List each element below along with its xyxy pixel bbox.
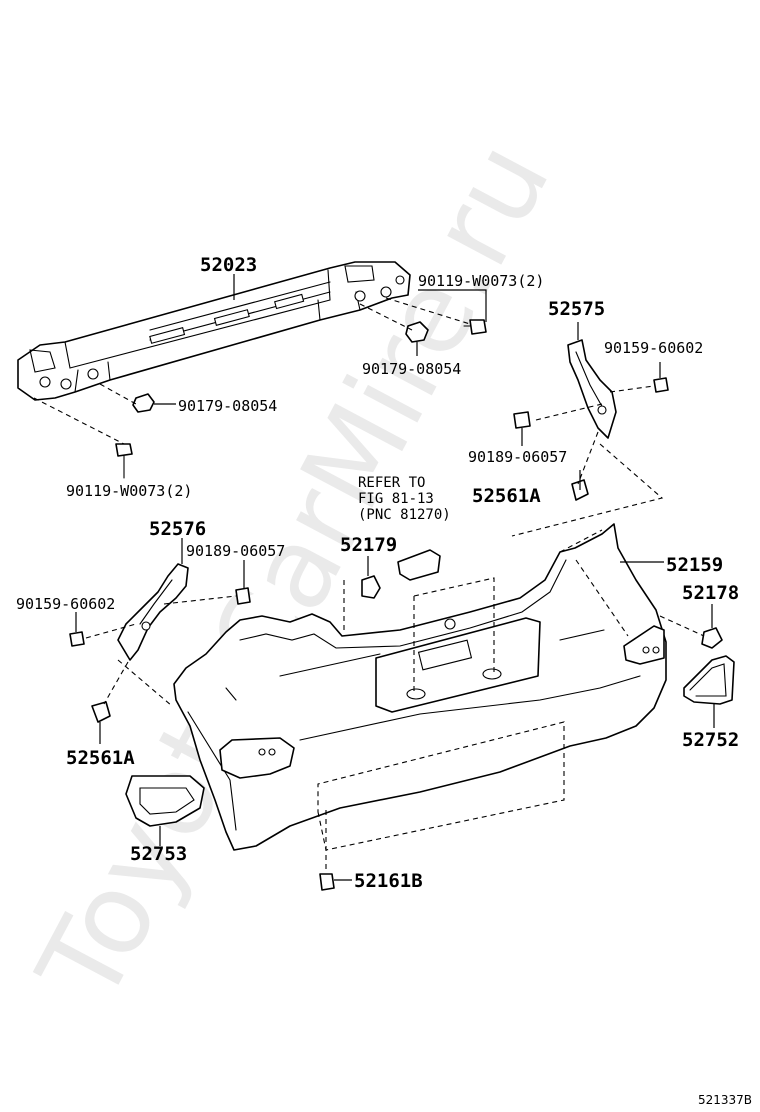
reference-note-line1: REFER TO: [358, 475, 425, 491]
bumper-cover: [173, 523, 667, 851]
dashline-bracket-right: [511, 385, 664, 537]
label-pad: 52179: [340, 534, 397, 556]
reflector-right-icon: [683, 655, 735, 728]
reference-note-line2: FIG 81-13: [358, 491, 434, 507]
dashline-reinforcement-left: [33, 383, 137, 445]
dashline-license: [413, 577, 495, 692]
clip-left-icon: [235, 560, 251, 605]
bracket-left: [117, 538, 189, 661]
nut-left-icon: [132, 393, 176, 413]
retainer-left-icon: [91, 701, 111, 744]
label-bracket-left: 52576: [149, 518, 206, 540]
label-clip-left: 90189-06057: [186, 542, 285, 560]
label-clip-bottom: 52161B: [354, 870, 423, 892]
label-nut-center-right: 90179-08054: [362, 360, 461, 378]
nut-center-right-icon: [405, 321, 429, 356]
plug-icon: [701, 604, 723, 649]
label-bolt-left: 90119-W0073(2): [66, 482, 192, 500]
reference-note-line3: (PNC 81270): [358, 507, 451, 523]
label-bolt-bracket-right: 90159-60602: [604, 339, 703, 357]
license-lamp-icon: [397, 549, 441, 581]
dashline-plug: [659, 615, 705, 637]
bolt-bracket-left-icon: [69, 612, 85, 647]
label-retainer-left: 52561A: [66, 747, 135, 769]
bumper-reinforcement: [17, 261, 411, 401]
label-clip-right: 90189-06057: [468, 448, 567, 466]
label-plug: 52178: [682, 582, 739, 604]
bolt-bracket-right-icon: [653, 362, 669, 393]
bolt-top-right-icon: [418, 289, 487, 335]
label-retainer-right: 52561A: [472, 485, 541, 507]
clip-right-icon: [513, 411, 531, 446]
label-reflector-right: 52752: [682, 729, 739, 751]
dashline-reinforcement-right: [359, 297, 471, 331]
label-bumper-cover: 52159: [666, 554, 723, 576]
bracket-right: [567, 322, 617, 439]
label-52023: 52023: [200, 254, 257, 276]
clip-bottom-icon: [319, 873, 352, 891]
figure-id: 521337B: [698, 1093, 752, 1107]
label-nut-left: 90179-08054: [178, 397, 277, 415]
pad-icon: [361, 556, 381, 599]
label-reflector-left: 52753: [130, 843, 187, 865]
label-bracket-right: 52575: [548, 298, 605, 320]
bolt-left-icon: [115, 443, 133, 479]
label-bolt-bracket-left: 90159-60602: [16, 595, 115, 613]
dashline-bracket-left: [85, 595, 237, 707]
label-bolt-top-right: 90119-W0073(2): [418, 272, 544, 290]
reflector-left-icon: [125, 775, 205, 846]
watermark-text: ToyotaCarMire.ru: [14, 122, 576, 1024]
